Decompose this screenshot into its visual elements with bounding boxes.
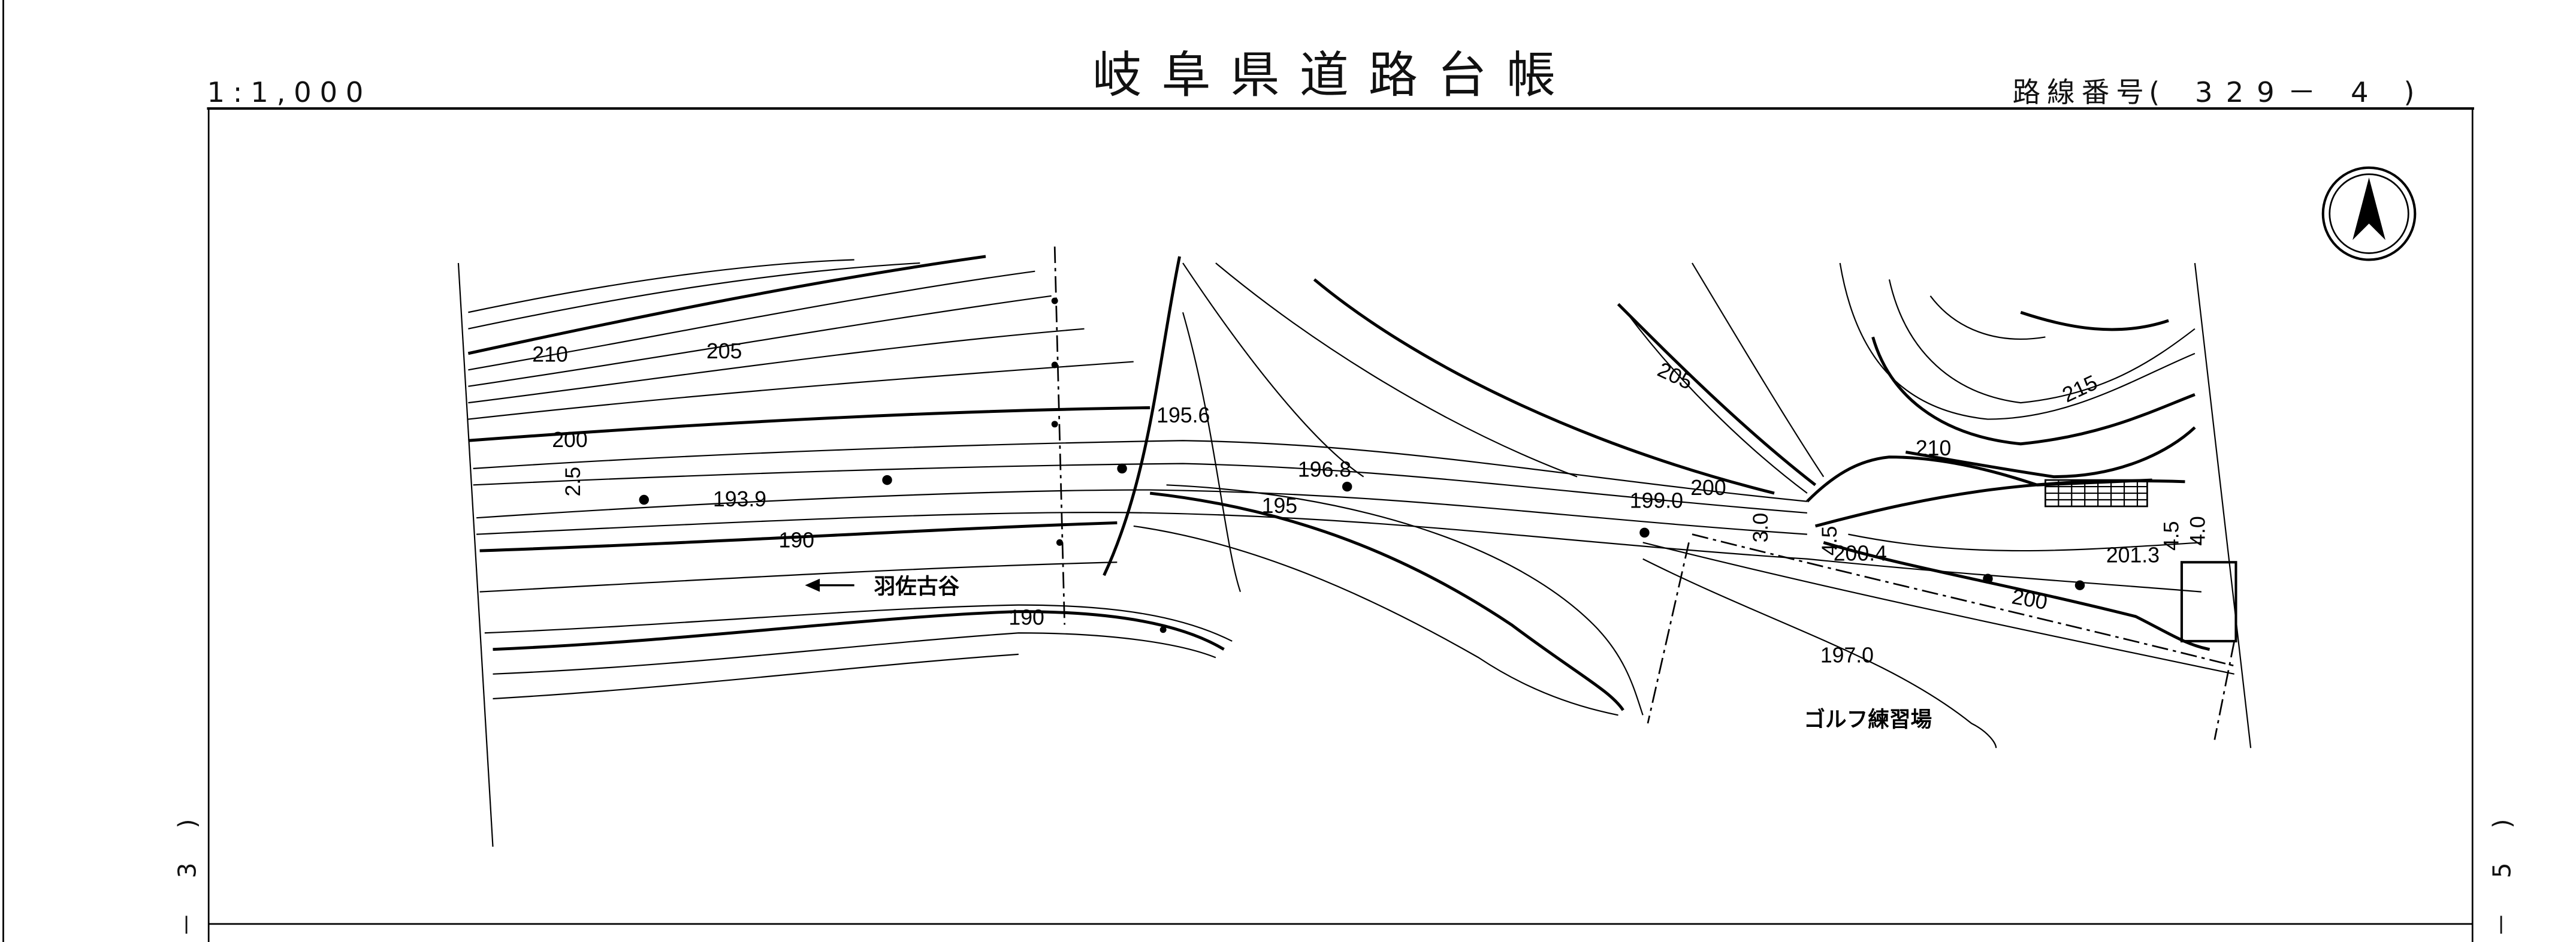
spot-height-199-0: 199.0 [1630, 489, 1683, 513]
route-label: 路線番号 [2013, 76, 2151, 108]
spot-height-197-0: 197.0 [1820, 644, 1874, 668]
side-label-right: － 5 ) [2487, 806, 2516, 937]
contour-label-200-east: 200 [2010, 584, 2049, 614]
place-name-golf-range: ゴルフ練習場 [1804, 708, 1932, 732]
road-width-4-0: 4.0 [2185, 516, 2209, 546]
contour-label-215: 215 [2059, 370, 2101, 407]
survey-points [639, 297, 2085, 633]
spot-height-193-9: 193.9 [713, 487, 766, 511]
contour-lines [467, 255, 2237, 748]
spot-height-201-3: 201.3 [2106, 543, 2160, 567]
contour-label-210-east: 210 [1916, 436, 1951, 460]
side-label-left: － 3 ) [173, 806, 201, 937]
road-width-4-5-west: 4.5 [1817, 526, 1841, 556]
contour-label-205-east: 205 [1654, 357, 1696, 394]
place-name-hasakodani: 羽佐古谷 [874, 574, 960, 598]
road-width-4-5-east: 4.5 [2160, 521, 2184, 551]
spot-height-195-6: 195.6 [1156, 403, 1210, 427]
sheet-title: 岐阜県道路台帳 [1092, 47, 1575, 104]
spot-height-196-8: 196.8 [1298, 458, 1351, 482]
road-width-3-0: 3.0 [1748, 513, 1772, 543]
road-width-2-5: 2.5 [561, 467, 585, 497]
contour-label-205-west: 205 [706, 339, 742, 363]
scale-label: 1:1,000 [207, 76, 372, 108]
contour-label-200-mid: 200 [1690, 476, 1726, 500]
contour-label-195: 195 [1262, 494, 1297, 518]
map-boundaries [457, 246, 2252, 847]
contour-label-190-west: 190 [779, 529, 814, 552]
direction-arrow-icon [805, 578, 854, 592]
north-arrow-icon [2321, 166, 2417, 261]
spot-height-200-4: 200.4 [1834, 542, 1887, 566]
route-number: ( 329－ 4 ) [2149, 76, 2427, 108]
contour-label-210-west: 210 [532, 343, 567, 367]
contour-label-190-south: 190 [1008, 606, 1044, 630]
contour-label-200-west: 200 [552, 428, 587, 452]
